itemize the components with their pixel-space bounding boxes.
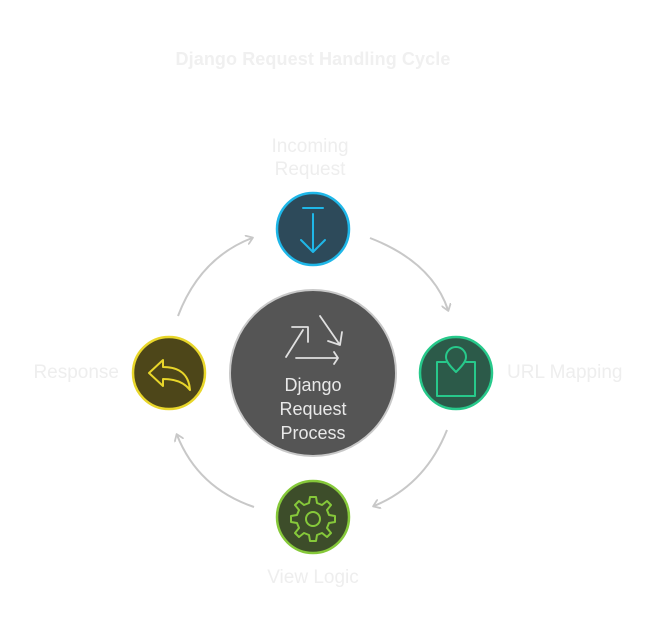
label-url-mapping: URL Mapping	[507, 362, 623, 383]
location-pin-icon	[436, 346, 476, 397]
recycle-icon	[285, 315, 343, 365]
label-response: Response	[33, 362, 119, 383]
node-incoming-request	[275, 191, 351, 267]
node-view-logic	[275, 479, 351, 555]
label-incoming-request-line-2: Request	[274, 159, 346, 180]
center-label: Django Request Process	[240, 373, 386, 445]
diagram-title: Django Request Handling Cycle	[175, 49, 451, 69]
node-url-mapping	[418, 335, 494, 411]
node-response	[131, 335, 207, 411]
download-arrow-icon	[300, 207, 326, 253]
center-label-line-2: Request	[279, 399, 347, 419]
label-incoming-request: Incoming Request	[230, 135, 390, 181]
label-incoming-request-line-1: Incoming	[271, 136, 349, 157]
cycle-arrow-bottom-left	[177, 435, 255, 508]
center-circle	[229, 289, 397, 457]
center-label-line-1: Django	[284, 375, 342, 395]
gear-icon	[290, 496, 336, 542]
cycle-arrow-top-left	[177, 238, 252, 317]
cycle-arrow-bottom-right	[374, 429, 448, 506]
label-view-logic: View Logic	[267, 567, 359, 588]
cycle-arrow-top-right	[369, 237, 448, 310]
reply-arrow-icon	[148, 359, 191, 391]
center-label-line-3: Process	[280, 423, 346, 443]
